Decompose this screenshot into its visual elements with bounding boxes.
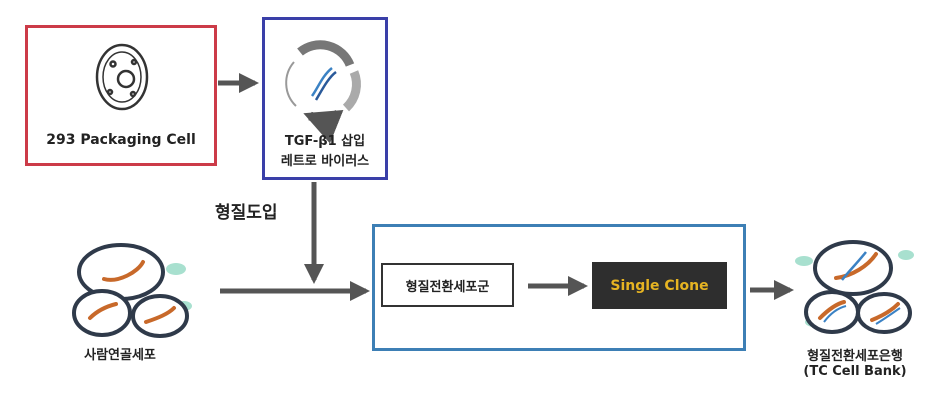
transformed-pool-box: 형질전환세포군	[381, 263, 514, 307]
single-clone-box: Single Clone	[592, 262, 727, 309]
human-cells-icon	[72, 243, 192, 338]
cell-icon	[95, 43, 149, 111]
cell-bank-label-line1: 형질전환세포은행	[807, 349, 903, 364]
transduction-label: 형질도입	[215, 203, 278, 223]
vector-label-line2: 레트로 바이러스	[280, 154, 370, 169]
single-clone-label: Single Clone	[610, 277, 709, 294]
vector-label-line1: TGF-β1 삽입	[284, 134, 366, 149]
human-cells-label: 사람연골세포	[84, 348, 156, 363]
plasmid-icon	[285, 40, 361, 144]
packaging-cell-label: 293 Packaging Cell	[46, 132, 196, 148]
packaging-cell-box	[25, 25, 217, 166]
transformed-pool-label: 형질전환세포군	[405, 279, 490, 295]
process-box	[372, 224, 746, 351]
cell-bank-label-line2: (TC Cell Bank)	[803, 364, 907, 379]
retrovirus-vector-box	[262, 17, 388, 180]
cell-bank-icon	[795, 240, 914, 334]
